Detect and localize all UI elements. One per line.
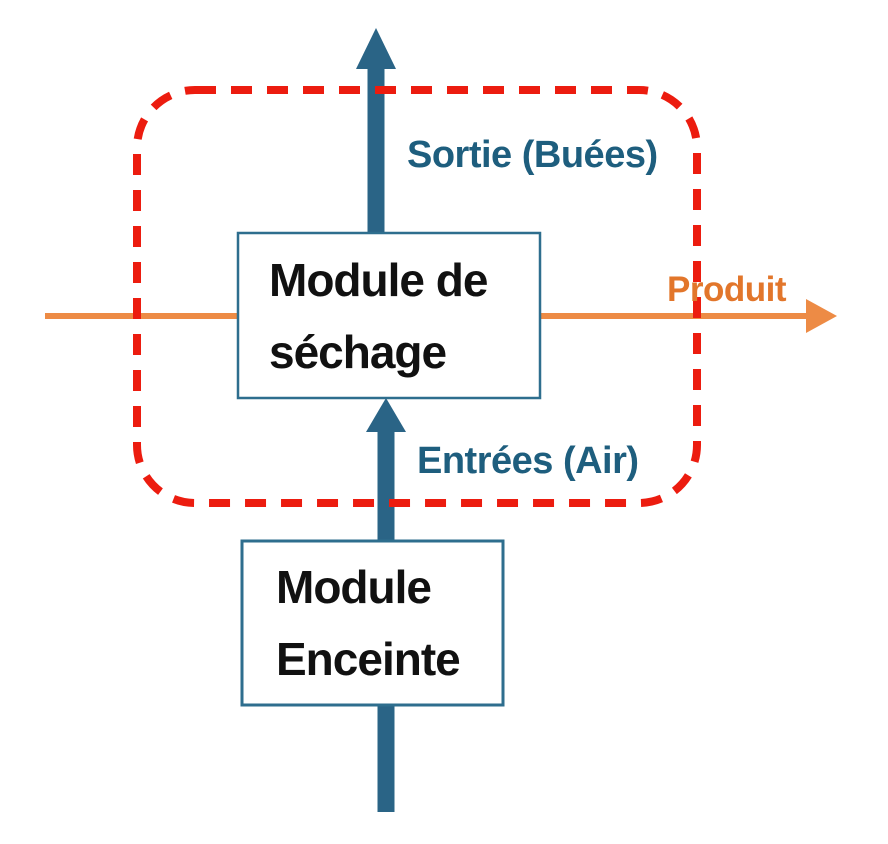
sortie-label: Sortie (Buées) <box>407 134 658 176</box>
entrees-arrowhead-icon <box>366 398 406 432</box>
enceinte-box-label-line2: Enceinte <box>276 633 461 685</box>
enceinte-box-label-line1: Module <box>276 561 432 613</box>
system-boundary-dashed-rect <box>133 86 701 507</box>
enceinte-box <box>240 539 505 707</box>
enceinte-box-label: Module Enceinte <box>242 541 503 705</box>
sechage-box-label-line1: Module de <box>269 253 488 306</box>
sechage-box-label: Module de séchage <box>238 233 540 398</box>
sechage-box-label-line2: séchage <box>269 325 447 378</box>
sortie-arrowhead-icon <box>356 28 396 69</box>
produit-label: Produit <box>667 270 786 309</box>
entrees-label: Entrées (Air) <box>417 440 639 482</box>
product-arrowhead-icon <box>806 299 837 333</box>
sechage-box <box>236 231 542 400</box>
